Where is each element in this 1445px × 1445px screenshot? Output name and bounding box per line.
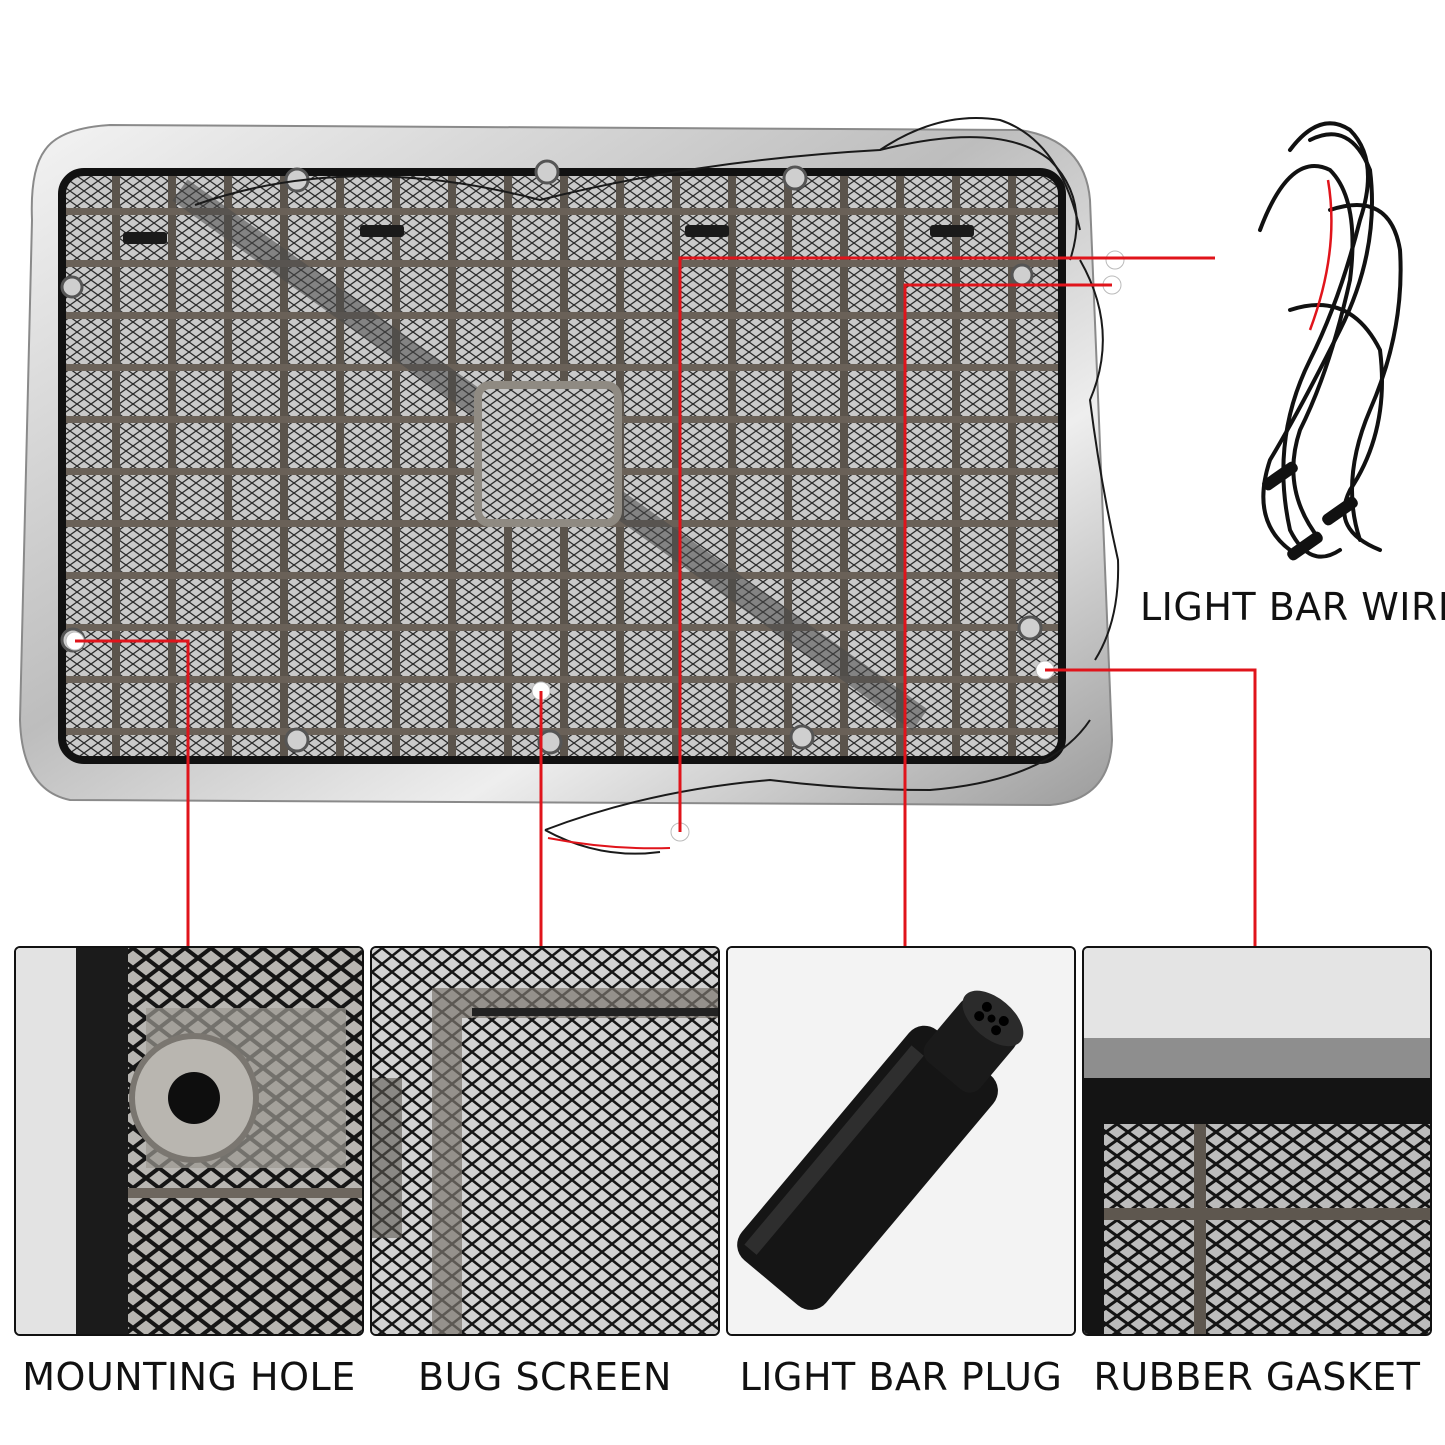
mounting-hole-photo (16, 948, 362, 1334)
bug-screen-photo (372, 948, 718, 1334)
panel-bug-screen (370, 946, 720, 1336)
panel-mounting-hole (14, 946, 364, 1336)
light-bar-wire-photo (1258, 121, 1403, 561)
panel-rubber-gasket (1082, 946, 1432, 1336)
caption-rubber-gasket: RUBBER GASKET (1093, 1355, 1421, 1399)
dot-plug-top (1105, 250, 1125, 270)
caption-light-bar-wire: LIGHT BAR WIRE (1140, 585, 1445, 629)
caption-bug-screen: BUG SCREEN (418, 1355, 672, 1399)
caption-mounting-hole: MOUNTING HOLE (22, 1355, 356, 1399)
leader-lines (75, 256, 1257, 946)
rubber-gasket-photo (1084, 948, 1430, 1334)
light-bar-plug-photo (728, 948, 1074, 1334)
grille-photo (18, 117, 1125, 855)
caption-light-bar-plug: LIGHT BAR PLUG (739, 1355, 1063, 1399)
panel-light-bar-plug (726, 946, 1076, 1336)
